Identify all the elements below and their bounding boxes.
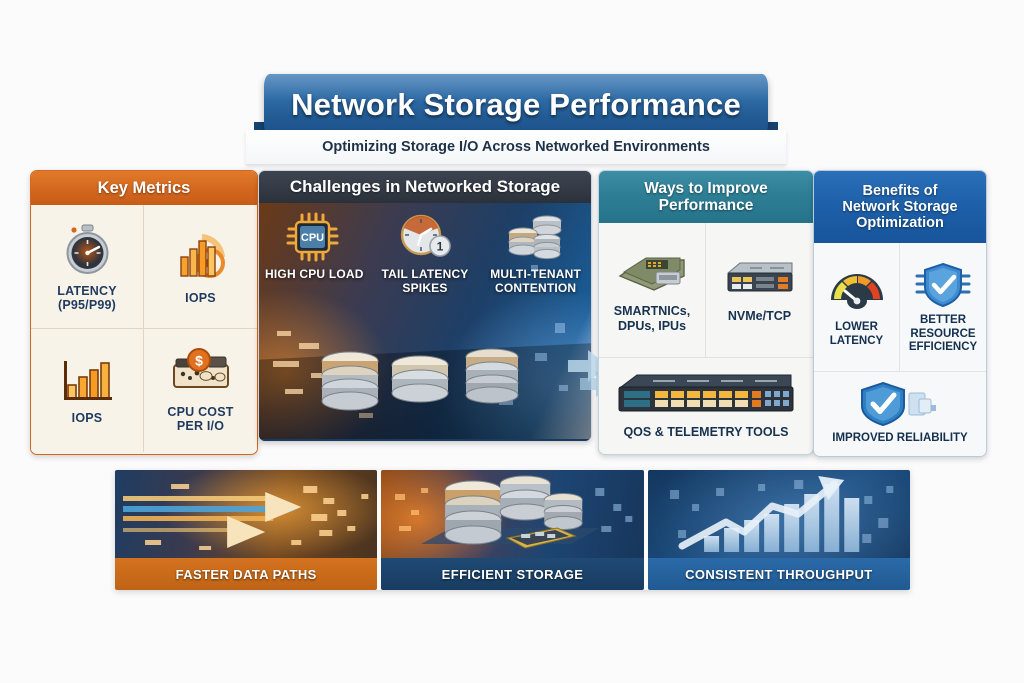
panel-key-metrics: Key Metrics LA [30,170,258,455]
panel-ways-to-improve: Ways to Improve Performance SMARTNICs, D… [598,170,814,455]
panel-ways-heading-line1: Ways to Improve [644,179,768,197]
cost-coin-icon: $ [172,347,229,388]
strip-tile-consistent-throughput[interactable]: CONSISTENT THROUGHPUT [647,470,910,590]
network-appliance-icon [726,262,792,291]
strip-tile-caption: CONSISTENT THROUGHPUT [647,558,910,590]
ways-label: SMARTNICs, DPUs, IPUs [614,304,690,334]
metric-label: CPU COST PER I/O [167,405,233,434]
metric-label: LATENCY (P95/P99) [57,284,117,313]
metric-label-line1: LATENCY [57,283,117,298]
benefit-label: IMPROVED RELIABILITY [832,432,967,446]
challenge-label-line2: SPIKES [402,280,448,295]
clock-spike-icon: 1 [400,214,451,257]
panel-challenges: Challenges in Networked Storage [258,170,592,442]
panel-benefits-heading: Benefits of Network Storage Optimization [814,171,986,243]
benefit-label-line2: LATENCY [829,334,884,347]
panel-benefits-heading-line3: Optimization [856,215,944,232]
metric-label-line1: IOPS [185,291,216,306]
metric-label-line2: (P95/P99) [57,298,117,313]
benefit-label: BETTER RESOURCE EFFICIENCY [909,314,977,355]
panel-benefits: Benefits of Network Storage Optimization [813,170,987,457]
cpu-chip-icon: CPU [286,212,339,262]
ways-item-qos-telemetry[interactable]: QOS & TELEMETRY TOOLS [599,358,813,451]
subtitle-bar: Optimizing Storage I/O Across Networked … [246,130,786,165]
challenge-label: HIGH CPU LOAD [265,267,364,282]
benefit-label: LOWER LATENCY [830,321,883,348]
data-stream-arrows-art [115,470,378,558]
ways-item-smartnics[interactable]: SMARTNICs, DPUs, IPUs [599,223,706,357]
benefit-label-line2: RESOURCE [910,327,976,340]
challenge-label: TAIL LATENCY SPIKES [381,267,469,296]
benefit-item-improved-reliability[interactable]: IMPROVED RELIABILITY [814,372,986,452]
ways-label-line1: QOS & TELEMETRY TOOLS [623,425,789,439]
benefit-label-line1: IMPROVED RELIABILITY [832,431,968,444]
panel-ways-heading: Ways to Improve Performance [599,171,813,223]
bar-chart-icon [64,361,112,401]
panel-challenges-heading: Challenges in Networked Storage [259,171,591,203]
title-banner: Network Storage Performance Optimizing S… [246,68,786,168]
challenges-body: CPU HIGH CPU LOAD [259,203,591,439]
svg-text:$: $ [195,352,203,368]
database-stack-icon [508,215,562,260]
ways-label: QOS & TELEMETRY TOOLS [623,425,788,440]
stopwatch-icon [66,224,109,274]
page-title: Network Storage Performance [291,87,741,122]
benefits-top-grid: LOWER LATENCY BETTER RESOURCE [814,243,986,372]
ways-label-line1: SMARTNICs, [613,304,691,318]
challenge-item-tail-latency-spikes[interactable]: 1 TAIL LATENCY SPIKES [373,211,477,296]
bar-chart-gauge-icon [179,234,225,279]
challenge-item-high-cpu-load[interactable]: CPU HIGH CPU LOAD [262,211,366,296]
panel-ways-heading-line2: Performance [658,197,754,214]
challenges-items: CPU HIGH CPU LOAD [259,211,591,296]
smartnic-card-icon [618,257,685,291]
strip-tile-caption: FASTER DATA PATHS [115,558,378,590]
panel-benefits-heading-line2: Network Storage [842,198,958,215]
shield-check-icon [861,381,936,426]
challenge-label-line1: MULTI-TENANT [490,267,582,281]
panel-benefits-heading-line1: Benefits of [862,182,938,199]
benefit-label-line1: BETTER [920,314,966,327]
strip-tile-efficient-storage[interactable]: EFFICIENT STORAGE [381,470,644,590]
challenge-label-line2: CONTENTION [494,280,577,295]
strip-tile-faster-data-paths[interactable]: FASTER DATA PATHS [115,470,378,590]
page-subtitle: Optimizing Storage I/O Across Networked … [322,139,710,155]
svg-text:1: 1 [437,240,444,254]
challenge-label: MULTI-TENANT CONTENTION [490,267,582,296]
benefit-label-line3: EFFICIENCY [908,341,978,354]
key-metrics-grid: LATENCY (P95/P99) IOPS [31,205,257,452]
title-ribbon: Network Storage Performance [264,74,768,136]
metric-item-iops-gauge[interactable]: IOPS [144,205,257,329]
challenge-label-line1: TAIL LATENCY [381,267,469,281]
speed-gauge-icon [830,273,883,309]
metric-label-line1: IOPS [71,411,103,426]
svg-text:CPU: CPU [301,232,324,244]
metric-label: IOPS [72,411,103,425]
ways-item-nvme-tcp[interactable]: NVMe/TCP [706,223,813,357]
ways-label-line2: DPUs, IPUs [617,319,687,333]
metric-label-line2: PER I/O [176,419,225,434]
disk-cluster-icon [321,348,519,411]
ways-label-line1: NVMe/TCP [727,308,792,323]
metric-item-iops-bars[interactable]: IOPS [31,328,144,452]
growth-chart-art [647,470,910,558]
bottom-strip: FASTER DATA PATHS [115,470,910,590]
metric-label: IOPS [185,291,216,305]
database-stack-art [381,470,644,558]
challenge-item-multi-tenant-contention[interactable]: MULTI-TENANT CONTENTION [484,211,588,296]
metric-label-line1: CPU COST [167,404,234,419]
benefit-label-line1: LOWER [835,320,878,333]
ways-label: NVMe/TCP [728,309,791,324]
panel-key-metrics-heading: Key Metrics [31,171,257,205]
metric-item-latency[interactable]: LATENCY (P95/P99) [31,205,144,329]
challenges-disk-cluster [310,343,540,421]
benefit-item-resource-efficiency[interactable]: BETTER RESOURCE EFFICIENCY [900,243,986,371]
ways-top-grid: SMARTNICs, DPUs, IPUs [599,223,813,358]
shield-chip-icon [915,263,971,308]
benefit-item-lower-latency[interactable]: LOWER LATENCY [814,243,900,371]
challenge-label-line1: HIGH CPU LOAD [265,267,364,281]
rack-switch-icon [618,374,794,412]
strip-tile-caption: EFFICIENT STORAGE [381,558,644,590]
metric-item-cpu-cost[interactable]: $ CPU COST PER I/O [144,329,257,453]
